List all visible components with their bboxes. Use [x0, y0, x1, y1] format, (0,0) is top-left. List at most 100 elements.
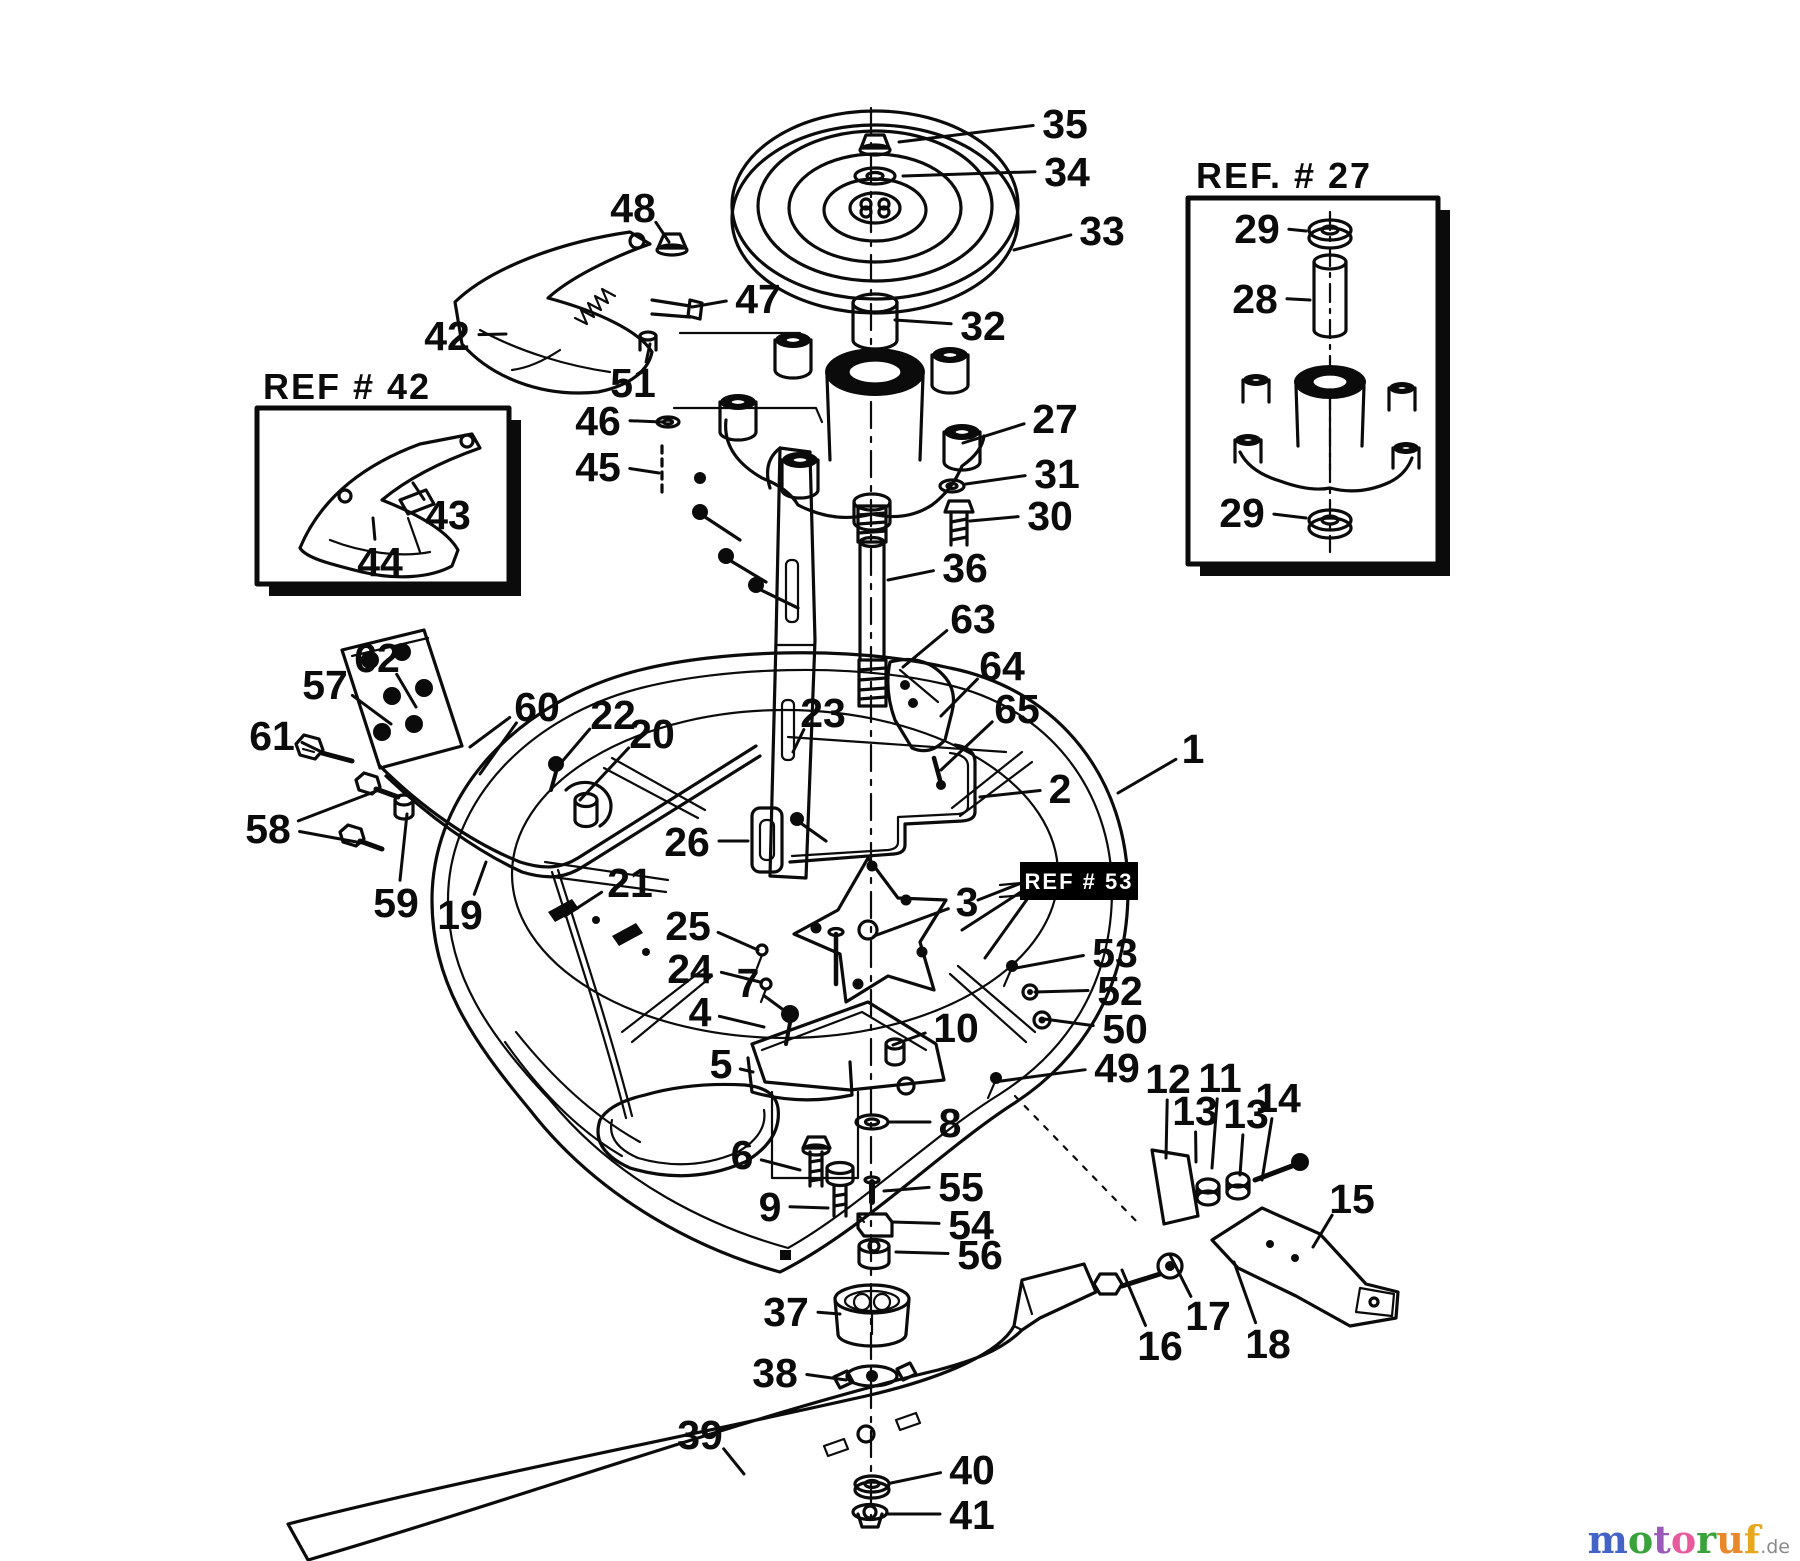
callout-33: 33 — [1079, 208, 1125, 254]
callout-17: 17 — [1185, 1293, 1231, 1339]
callout-18: 18 — [1245, 1321, 1291, 1367]
leader-line-59 — [398, 812, 409, 882]
callout-31: 31 — [1034, 451, 1080, 497]
callout-4: 4 — [689, 989, 712, 1035]
callout-3: 3 — [956, 879, 979, 925]
callout-5: 5 — [710, 1041, 733, 1087]
bottom-fasteners — [801, 1113, 894, 1271]
bracket-5 — [746, 1056, 854, 1102]
callout-29: 29 — [1219, 490, 1265, 536]
callout-45: 45 — [575, 444, 621, 490]
callout-6: 6 — [731, 1132, 754, 1178]
pulley-hub — [848, 191, 902, 225]
leader-line-39 — [722, 1447, 746, 1476]
ref27-box: REF. # 27 — [1185, 155, 1450, 576]
leader-line-17 — [1168, 1253, 1193, 1298]
callout-22: 22 — [590, 692, 636, 738]
callout-26: 26 — [664, 819, 710, 865]
spacer-32 — [851, 292, 899, 351]
callout-51: 51 — [610, 360, 656, 406]
leader-line-44 — [371, 516, 377, 541]
leader-line-3 — [872, 907, 950, 938]
leader-line-14 — [1260, 1117, 1274, 1182]
callout-20: 20 — [629, 711, 675, 757]
logo-letter: o — [1670, 1517, 1697, 1561]
leader-line-7 — [762, 994, 791, 1016]
callout-65: 65 — [994, 686, 1040, 732]
belt-keeper-26 — [750, 806, 784, 874]
callout-9: 9 — [759, 1184, 782, 1230]
leader-line-62 — [395, 672, 418, 709]
washer-8 — [854, 1113, 890, 1131]
bolts-58 — [338, 771, 401, 852]
leader-line-21 — [563, 890, 604, 918]
callout-21: 21 — [607, 860, 653, 906]
ref27-title: REF. # 27 — [1196, 155, 1372, 196]
leader-line-29 — [1287, 227, 1308, 233]
spindle-shaft-36 — [856, 504, 888, 708]
leader-line-12 — [1164, 1098, 1169, 1160]
leader-line-19 — [472, 860, 488, 896]
ref53-badge: REF # 53 — [960, 862, 1138, 960]
callout-59: 59 — [373, 880, 419, 926]
leader-line-20 — [578, 746, 631, 802]
callout-48: 48 — [610, 185, 656, 231]
callout-56: 56 — [957, 1232, 1003, 1278]
bracket-screws — [692, 472, 800, 610]
leader-line-35 — [897, 124, 1035, 144]
pin-3 — [827, 926, 845, 987]
logo-letter: r — [1696, 1517, 1717, 1561]
callout-47: 47 — [735, 276, 781, 322]
leader-line-50 — [1042, 1017, 1095, 1028]
logo-letter: u — [1716, 1517, 1744, 1561]
leader-line-43 — [411, 481, 426, 501]
callout-57: 57 — [302, 662, 348, 708]
callout-14: 14 — [1255, 1075, 1301, 1121]
deck-chute — [503, 1030, 791, 1260]
leader-line-61 — [300, 741, 332, 758]
bolt-6 — [801, 1135, 832, 1188]
callout-2: 2 — [1049, 766, 1072, 812]
callout-10: 10 — [933, 1005, 979, 1051]
leader-line-52 — [1033, 989, 1090, 994]
leader-line-47 — [690, 299, 728, 309]
ref53-badge-bg — [1020, 862, 1138, 900]
washer-40 — [853, 1474, 891, 1500]
leader-line-22 — [558, 727, 592, 766]
leader-line-38 — [805, 1373, 848, 1382]
spring-link-47 — [573, 287, 704, 326]
callout-12: 12 — [1145, 1056, 1191, 1102]
callout-40: 40 — [949, 1447, 995, 1493]
leader-line-2 — [978, 789, 1042, 799]
spindle-housing — [718, 292, 986, 547]
pulley-bolt-35 — [858, 133, 892, 157]
ref42-title: REF # 42 — [263, 366, 431, 407]
leader-line-16 — [1120, 1268, 1147, 1327]
leader-line-37 — [816, 1310, 842, 1316]
callout-13: 13 — [1223, 1091, 1269, 1137]
leader-line-58 — [298, 830, 364, 845]
callout-7: 7 — [737, 960, 760, 1006]
callout-63: 63 — [950, 596, 996, 642]
leader-line-56 — [894, 1250, 950, 1255]
ref42-box: REF # 42 — [254, 366, 521, 596]
callout-25: 25 — [665, 903, 711, 949]
bolt-61 — [294, 733, 355, 764]
callout-38: 38 — [752, 1350, 798, 1396]
leader-line-5 — [738, 1067, 755, 1074]
leader-line-30 — [968, 515, 1020, 523]
leader-line-53 — [1014, 954, 1085, 970]
deck-housing — [430, 651, 1130, 1274]
callout-50: 50 — [1102, 1006, 1148, 1052]
callout-53: 53 — [1092, 930, 1138, 976]
leader-line-34 — [901, 170, 1037, 178]
leader-line-51 — [644, 342, 652, 364]
callout-23: 23 — [800, 690, 846, 736]
leader-line-29 — [1272, 512, 1308, 520]
logo-letter: m — [1587, 1517, 1628, 1561]
logo-letter: t — [1653, 1517, 1671, 1561]
leader-line-1 — [1116, 757, 1178, 795]
callout-16: 16 — [1137, 1323, 1183, 1369]
